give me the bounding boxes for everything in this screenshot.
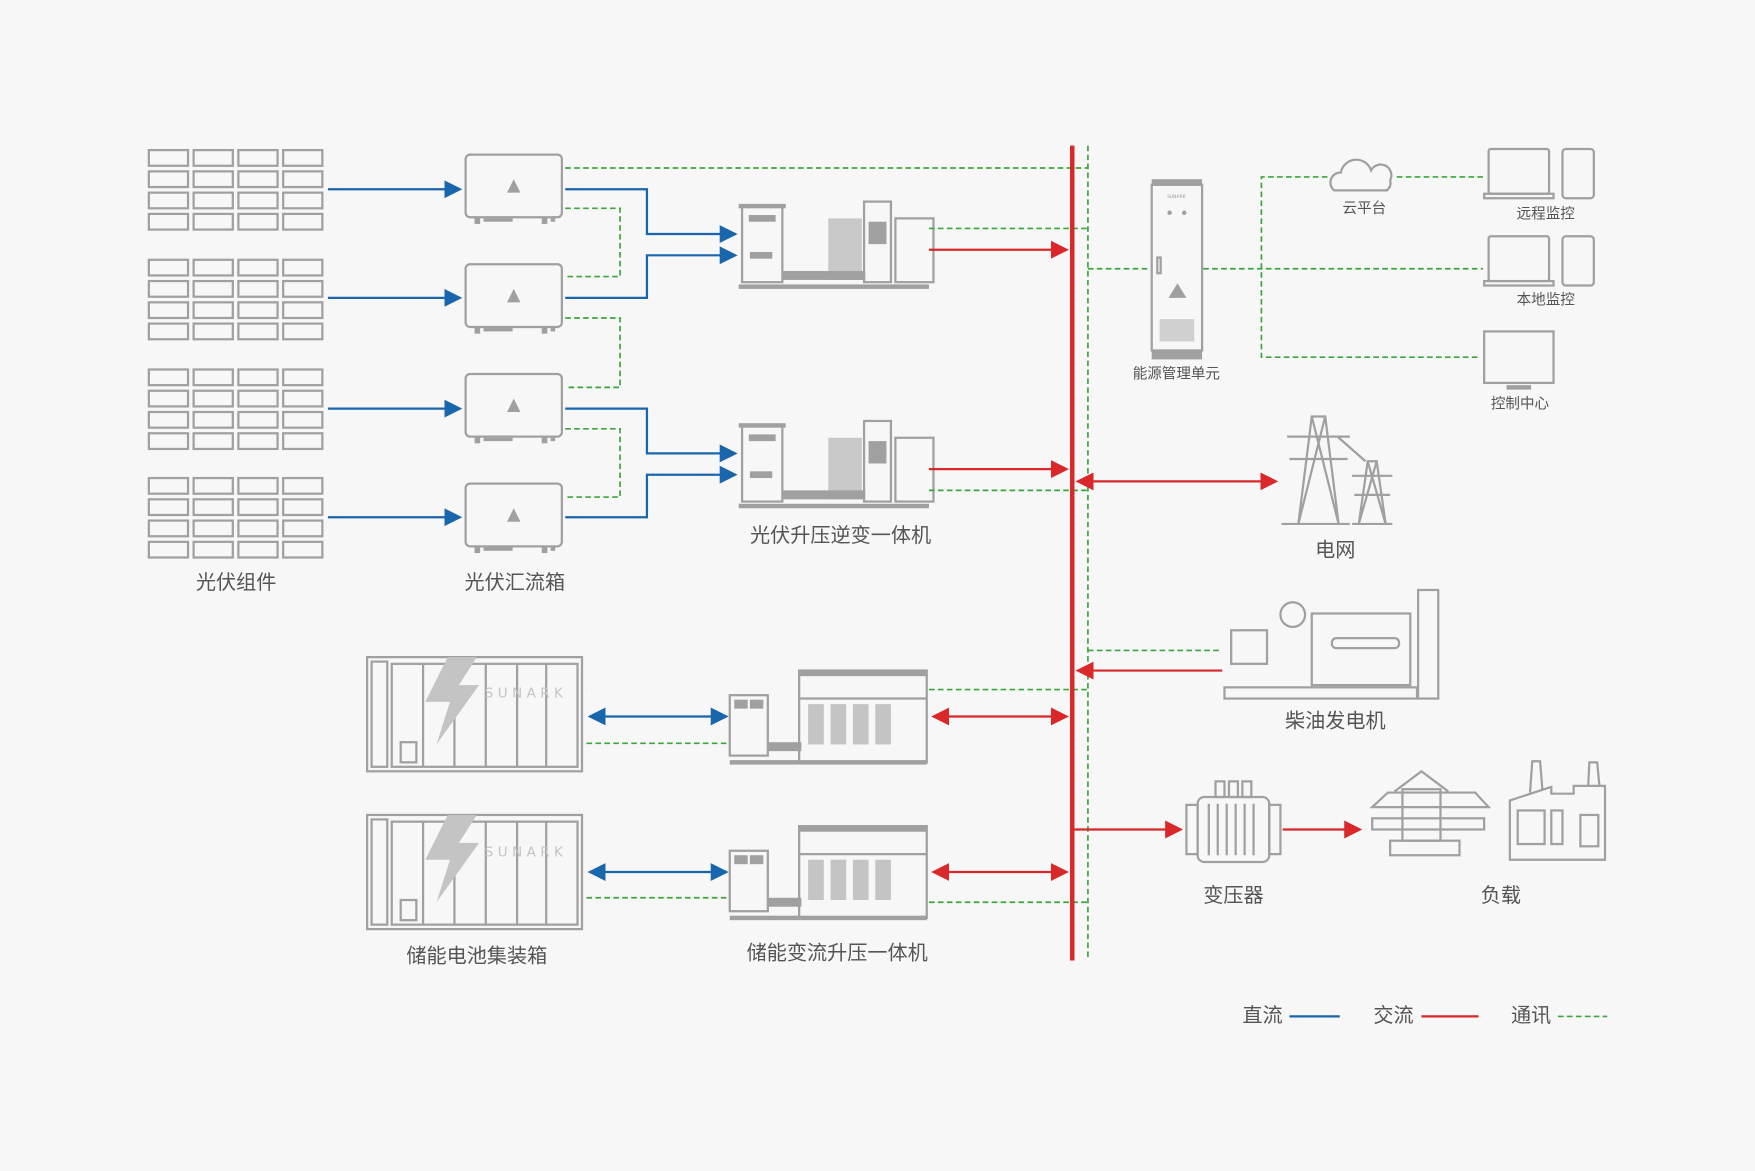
pv-combiner-2 [464, 263, 563, 335]
svg-text:交流: 交流 [1373, 1003, 1413, 1027]
pv-module-array-2 [147, 258, 324, 341]
pv-combiner-label: 光伏汇流箱 [465, 570, 566, 594]
local-monitor-label: 本地监控 [1517, 292, 1576, 309]
power-grid-tower-icon [1281, 415, 1393, 526]
pcs-station-1 [728, 669, 928, 766]
legend-item-dc: 直流 [1242, 1003, 1340, 1027]
pcs-station-label: 储能变流升压一体机 [747, 940, 928, 964]
ems-cabinet: SUNARK [1150, 179, 1204, 360]
battery-container-label: 储能电池集装箱 [406, 944, 547, 968]
svg-text:SUNARK: SUNARK [1167, 194, 1187, 200]
load-label: 负载 [1481, 883, 1521, 907]
battery-container-2: SUNARK [365, 813, 584, 931]
svg-text:SUNARK: SUNARK [485, 686, 568, 701]
pv-module-array-1 [147, 148, 324, 231]
pv-module-array-3 [147, 368, 324, 451]
diesel-generator-label: 柴油发电机 [1285, 709, 1386, 733]
pv-combiner-3 [464, 372, 563, 445]
svg-text:直流: 直流 [1242, 1003, 1282, 1027]
grid-label: 电网 [1315, 537, 1355, 561]
remote-monitor-devices [1483, 147, 1595, 200]
ems-label: 能源管理单元 [1133, 365, 1220, 382]
pv-inverter-station-label: 光伏升压逆变一体机 [750, 523, 931, 547]
legend: 直流 交流 通讯 [1242, 1003, 1608, 1027]
ac-lines [928, 240, 1363, 881]
svg-text:通讯: 通讯 [1511, 1003, 1551, 1027]
transformer-icon [1185, 780, 1282, 864]
comm-lines [565, 145, 1484, 961]
legend-item-comm: 通讯 [1511, 1003, 1608, 1027]
pv-inverter-station-2 [737, 419, 935, 510]
pv-modules-label: 光伏组件 [196, 570, 277, 594]
pv-combiner-4 [464, 482, 563, 555]
house-icon [1369, 769, 1492, 857]
control-center-label: 控制中心 [1491, 396, 1550, 413]
factory-icon [1508, 760, 1607, 861]
control-center-monitor [1483, 330, 1555, 390]
pv-combiner-1 [464, 153, 563, 226]
legend-item-ac: 交流 [1373, 1003, 1479, 1027]
battery-container-1: SUNARK [365, 656, 584, 773]
pv-module-array-4 [147, 476, 324, 559]
pcs-station-2 [728, 825, 928, 922]
cloud-label: 云平台 [1343, 200, 1387, 217]
local-monitor-devices [1483, 235, 1595, 287]
diesel-generator-icon [1223, 588, 1440, 700]
remote-monitor-label: 远程监控 [1517, 205, 1576, 222]
transformer-label: 变压器 [1203, 883, 1263, 907]
svg-text:SUNARK: SUNARK [485, 845, 568, 860]
cloud-icon [1329, 158, 1393, 192]
dc-lines [327, 180, 738, 881]
pv-inverter-station-1 [737, 200, 935, 291]
